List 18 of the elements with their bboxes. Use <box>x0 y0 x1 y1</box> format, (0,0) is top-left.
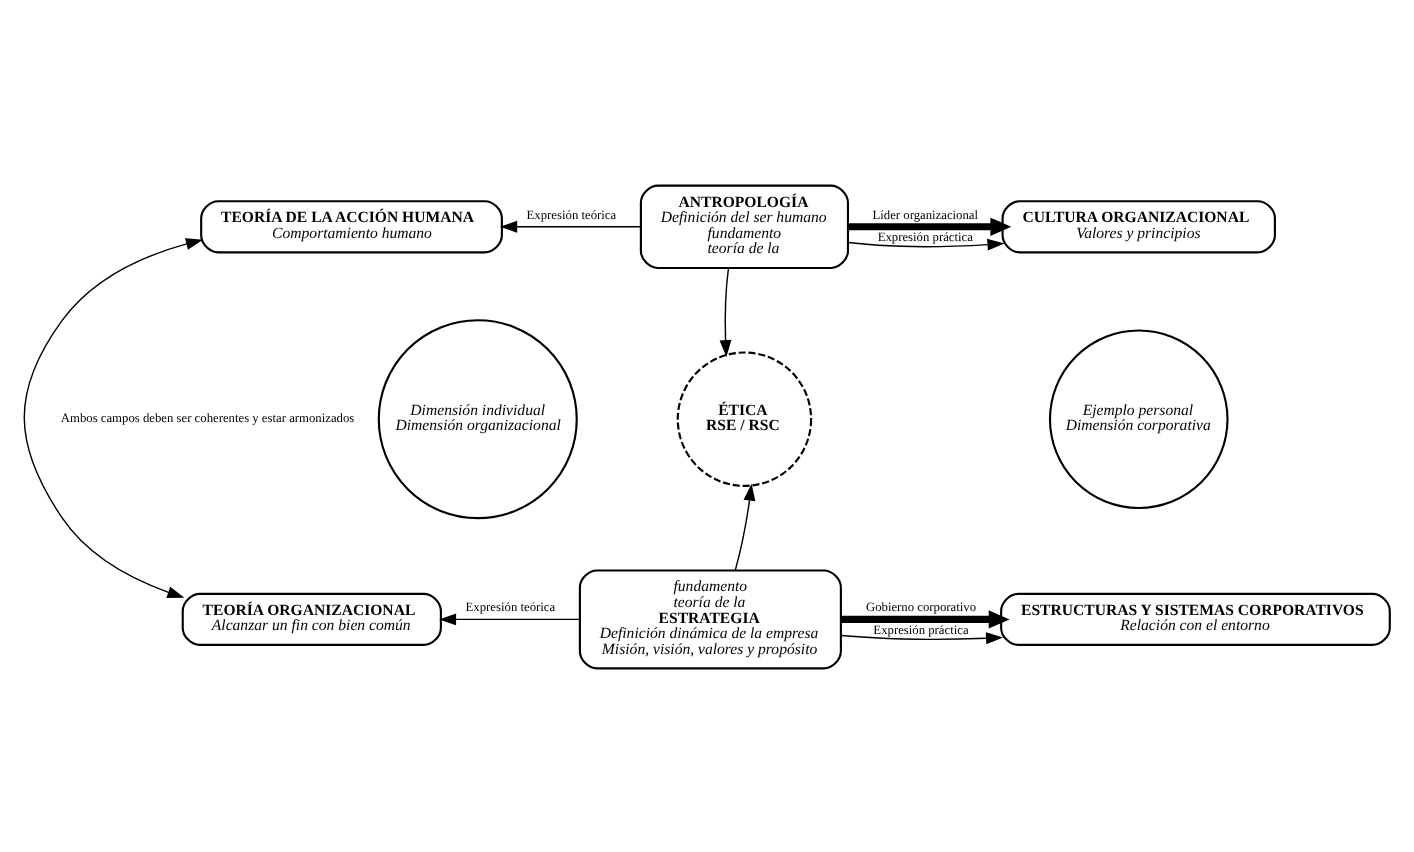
arrow <box>848 216 1012 235</box>
arrow <box>840 631 1004 644</box>
node-box: TEORÍA DE LA ACCIÓN HUMANA Comportamiento humano <box>200 199 503 253</box>
node-box: CULTURA ORGANIZACIONAL Valores y principios <box>1001 199 1276 253</box>
arrow <box>439 612 581 625</box>
arrow <box>23 237 203 597</box>
arrow <box>719 266 732 357</box>
node-box: TEORÍA ORGANIZACIONAL Alcanzar un fin con bien común <box>181 591 442 645</box>
node-box: fundamento teoría de la ESTRATEGIA Definición dinámica de la empresa Misión, visión, valores y propósito <box>578 568 842 669</box>
node-circle: ÉTICA RSE / RSC <box>676 350 813 486</box>
node-box: ESTRUCTURAS Y SISTEMAS CORPORATIVOS Relación con el entorno <box>1000 591 1391 645</box>
arrow <box>734 482 756 571</box>
node-circle: Ejemplo personal Dimensión corporativa <box>1048 328 1229 508</box>
arrow <box>500 219 641 232</box>
node-circle: Dimensión individual Dimensión organizacional <box>377 318 578 519</box>
arrow <box>841 609 1010 628</box>
node-box: ANTROPOLOGÍA Definición del ser humano fundamento teoría de la <box>639 183 850 268</box>
arrow <box>847 237 1005 250</box>
